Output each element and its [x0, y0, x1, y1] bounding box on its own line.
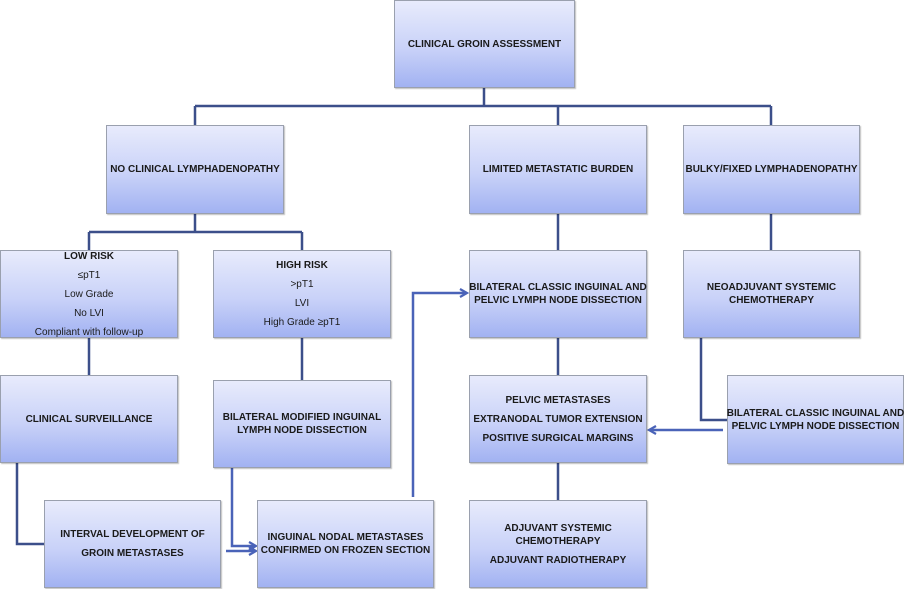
node-label: BILATERAL CLASSIC INGUINAL AND — [726, 407, 904, 419]
node-label: PELVIC METASTASES — [505, 394, 611, 406]
criterion: Compliant with follow-up — [34, 326, 144, 338]
criterion: ≤pT1 — [77, 269, 101, 281]
node-adjuvant-therapy: ADJUVANT SYSTEMIC CHEMOTHERAPY ADJUVANT … — [469, 500, 647, 588]
node-neoadjuvant-chemotherapy: NEOADJUVANT SYSTEMIC CHEMOTHERAPY — [683, 250, 860, 338]
node-label: NEOADJUVANT SYSTEMIC — [706, 282, 837, 293]
node-low-risk: LOW RISK ≤pT1 Low Grade No LVI Compliant… — [0, 250, 178, 338]
node-heading: HIGH RISK — [276, 260, 328, 271]
node-clinical-groin-assessment: CLINICAL GROIN ASSESSMENT — [394, 0, 575, 88]
node-bilateral-classic-dissection: BILATERAL CLASSIC INGUINAL AND PELVIC LY… — [469, 250, 647, 338]
connector-neoadjuvant-to-classic2 — [699, 338, 728, 422]
node-label: INTERVAL DEVELOPMENT OF — [60, 529, 205, 540]
node-label: CHEMOTHERAPY — [515, 535, 601, 547]
node-limited-metastatic-burden: LIMITED METASTATIC BURDEN — [469, 125, 647, 214]
criterion: LVI — [294, 298, 310, 309]
node-high-risk: HIGH RISK >pT1 LVI High Grade ≥pT1 — [213, 250, 391, 338]
node-label: CHEMOTHERAPY — [728, 295, 814, 306]
node-label: CLINICAL GROIN ASSESSMENT — [407, 38, 562, 50]
node-bilateral-modified-dissection: BILATERAL MODIFIED INGUINAL LYMPH NODE D… — [213, 380, 391, 468]
node-heading: LOW RISK — [64, 250, 114, 262]
node-label: PELVIC LYMPH NODE DISSECTION — [731, 420, 900, 432]
criterion: Low Grade — [64, 288, 114, 300]
node-label: POSITIVE SURGICAL MARGINS — [482, 432, 634, 444]
arrow-inguinal-to-classic — [411, 293, 467, 497]
node-bulky-fixed-lymphadenopathy: BULKY/FIXED LYMPHADENOPATHY — [683, 125, 860, 214]
node-label: GROIN METASTASES — [81, 548, 184, 559]
node-label: CONFIRMED ON FROZEN SECTION — [260, 545, 431, 556]
criterion: >pT1 — [290, 279, 314, 290]
criterion: High Grade ≥pT1 — [263, 317, 341, 328]
node-label: CLINICAL SURVEILLANCE — [25, 413, 153, 425]
node-label: BULKY/FIXED LYMPHADENOPATHY — [685, 164, 858, 175]
connector-surveillance-to-interval — [15, 462, 44, 546]
node-label: LYMPH NODE DISSECTION — [237, 425, 367, 436]
node-interval-development: INTERVAL DEVELOPMENT OF GROIN METASTASES — [44, 500, 221, 588]
node-label: PELVIC LYMPH NODE DISSECTION — [474, 295, 642, 306]
node-clinical-surveillance: CLINICAL SURVEILLANCE — [0, 375, 178, 463]
node-bilateral-classic-dissection-2: BILATERAL CLASSIC INGUINAL AND PELVIC LY… — [727, 375, 904, 464]
node-label: NO CLINICAL LYMPHADENOPATHY — [110, 164, 280, 175]
node-label: ADJUVANT SYSTEMIC — [504, 522, 612, 534]
node-label: EXTRANODAL TUMOR EXTENSION — [473, 413, 643, 425]
criterion: No LVI — [74, 307, 104, 319]
node-no-clinical-lymphadenopathy: NO CLINICAL LYMPHADENOPATHY — [106, 125, 284, 214]
node-label: BILATERAL CLASSIC INGUINAL AND — [469, 282, 647, 293]
node-label: ADJUVANT RADIOTHERAPY — [489, 554, 627, 566]
arrow-modified-to-inguinal — [230, 468, 256, 546]
node-label: INGUINAL NODAL METASTASES — [267, 532, 424, 543]
node-label: LIMITED METASTATIC BURDEN — [482, 164, 634, 175]
node-inguinal-nodal-metastases: INGUINAL NODAL METASTASES CONFIRMED ON F… — [257, 500, 434, 588]
node-label: BILATERAL MODIFIED INGUINAL — [222, 412, 382, 423]
node-pelvic-metastases: PELVIC METASTASES EXTRANODAL TUMOR EXTEN… — [469, 375, 647, 463]
